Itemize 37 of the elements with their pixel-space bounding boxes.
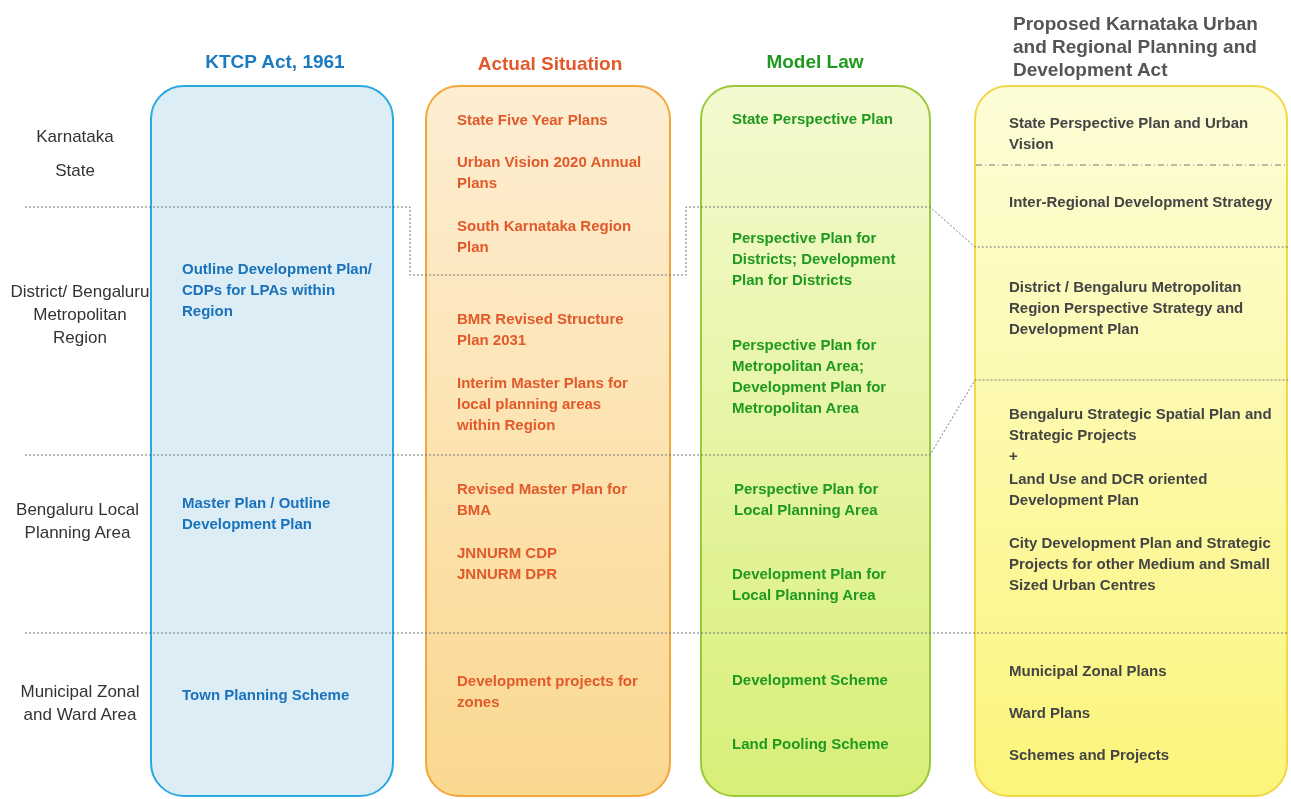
plan-text: Perspective Plan for Districts; Development Plan for Districts [732, 228, 897, 290]
plan-text: Inter-Regional Development Strategy [1009, 192, 1274, 212]
column-heading: Actual Situation [476, 52, 624, 75]
plan-text: Ward Plans [1009, 703, 1092, 723]
plan-text: Perspective Plan for Local Planning Area [734, 479, 880, 520]
row-label: Municipal Zonal and Ward Area [20, 681, 140, 726]
plan-text: JNNURM DPR [457, 564, 558, 584]
plan-text: Perspective Plan for Metropolitan Area; Development Plan for Metropolitan Area [732, 335, 888, 418]
plan-text: JNNURM CDP [457, 543, 558, 563]
plan-text: Bengaluru Strategic Spatial Plan and Strategic Projects [1009, 404, 1273, 445]
plan-text: Urban Vision 2020 Annual Plans [457, 152, 643, 193]
plan-text: Development projects for zones [457, 671, 639, 712]
plan-text: Town Planning Scheme [182, 685, 351, 705]
row-label: District/ Bengaluru Metropolitan Region [10, 281, 150, 349]
plan-text: Schemes and Projects [1009, 745, 1171, 765]
plan-text: BMR Revised Structure Plan 2031 [457, 309, 625, 350]
plan-text: Land Use and DCR oriented Development Plan [1009, 469, 1209, 510]
plan-text: Outline Development Plan/ CDPs for LPAs within Region [182, 259, 374, 321]
plan-text: Development Scheme [732, 670, 889, 690]
row-label: Karnataka State [35, 126, 115, 182]
plan-text: Revised Master Plan for BMA [457, 479, 629, 520]
plan-text: District / Bengaluru Metropolitan Region Perspective Strategy and Development Plan [1009, 277, 1245, 339]
plan-text: Master Plan / Outline Development Plan [182, 493, 332, 534]
plan-text: Municipal Zonal Plans [1009, 661, 1168, 681]
plan-text: Development Plan for Local Planning Area [732, 564, 888, 605]
plan-text: South Karnataka Region Plan [457, 216, 633, 257]
plan-text: + [1009, 446, 1019, 466]
column-heading: KTCP Act, 1961 [204, 50, 346, 73]
plan-text: Interim Master Plans for local planning areas within Region [457, 373, 629, 435]
plan-text: Land Pooling Scheme [732, 734, 890, 754]
column-heading: Proposed Karnataka Urban and Regional Planning and Development Act [1013, 12, 1259, 81]
plan-text: State Perspective Plan and Urban Vision [1009, 113, 1250, 154]
plan-text: State Five Year Plans [457, 110, 609, 130]
plan-text: City Development Plan and Strategic Projects for other Medium and Small Sized Urban Centres [1009, 533, 1272, 595]
plan-text: State Perspective Plan [732, 109, 894, 129]
column-heading: Model Law [765, 50, 865, 73]
row-label: Bengaluru Local Planning Area [15, 499, 140, 544]
